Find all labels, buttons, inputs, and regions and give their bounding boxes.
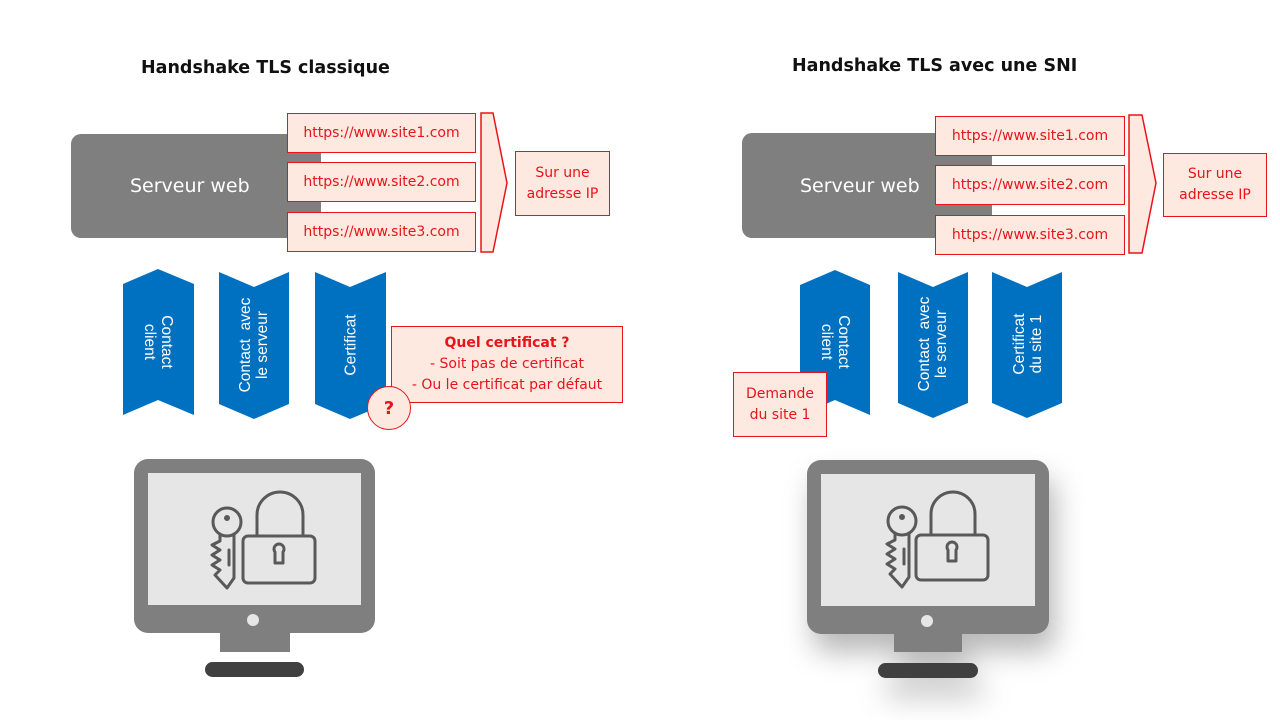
url-site2: https://www.site2.com	[935, 165, 1125, 205]
site-request-note: Demande du site 1	[733, 372, 827, 437]
note-line: du site 1	[749, 406, 811, 423]
step-chevron-client-hello	[123, 269, 194, 415]
web-server-label: Serveur web	[800, 174, 920, 197]
web-server-label: Serveur web	[130, 175, 250, 197]
url-site1: https://www.site1.com	[287, 113, 476, 153]
padlock-icon	[241, 490, 317, 585]
step-chevron-server-hello	[219, 272, 289, 419]
note-item: - Ou le certificat par défaut	[411, 377, 603, 393]
step-label-certificate: Certificat	[342, 314, 360, 376]
client-computer-icon	[807, 460, 1049, 678]
merge-arrow	[480, 112, 508, 253]
ip-address-box: Sur une adresse IP	[1163, 153, 1267, 217]
right-title: Handshake TLS avec une SNI	[792, 56, 1078, 76]
ip-box-line2: adresse IP	[1179, 187, 1251, 203]
url-site1: https://www.site1.com	[935, 116, 1125, 156]
question-mark-badge: ?	[367, 386, 411, 430]
key-icon	[210, 506, 243, 590]
url-site3: https://www.site3.com	[935, 215, 1125, 255]
note-heading: Quel certificat ?	[444, 335, 570, 351]
ip-box-line1: Sur une	[535, 164, 590, 181]
step-chevron-certificate	[315, 272, 386, 419]
step-chevron-certificate-site1	[992, 272, 1062, 418]
left-step-chevrons	[123, 269, 386, 419]
step-chevron-server-hello	[898, 272, 968, 418]
which-certificate-note: Quel certificat ? - Soit pas de certific…	[391, 326, 623, 403]
ip-address-box: Sur une adresse IP	[515, 151, 610, 216]
left-title: Handshake TLS classique	[141, 58, 390, 78]
note-item: - Soit pas de certificat	[430, 356, 584, 372]
note-line: Demande	[746, 385, 814, 402]
merge-arrow	[1128, 114, 1157, 254]
padlock-icon	[914, 490, 990, 582]
ip-box-line2: adresse IP	[526, 185, 599, 202]
client-computer-icon	[134, 459, 375, 677]
key-icon	[885, 505, 918, 589]
ip-box-line1: Sur une	[1187, 166, 1243, 182]
url-site2: https://www.site2.com	[287, 162, 476, 202]
url-site3: https://www.site3.com	[287, 212, 476, 252]
web-server-box: Serveur web	[71, 134, 321, 238]
